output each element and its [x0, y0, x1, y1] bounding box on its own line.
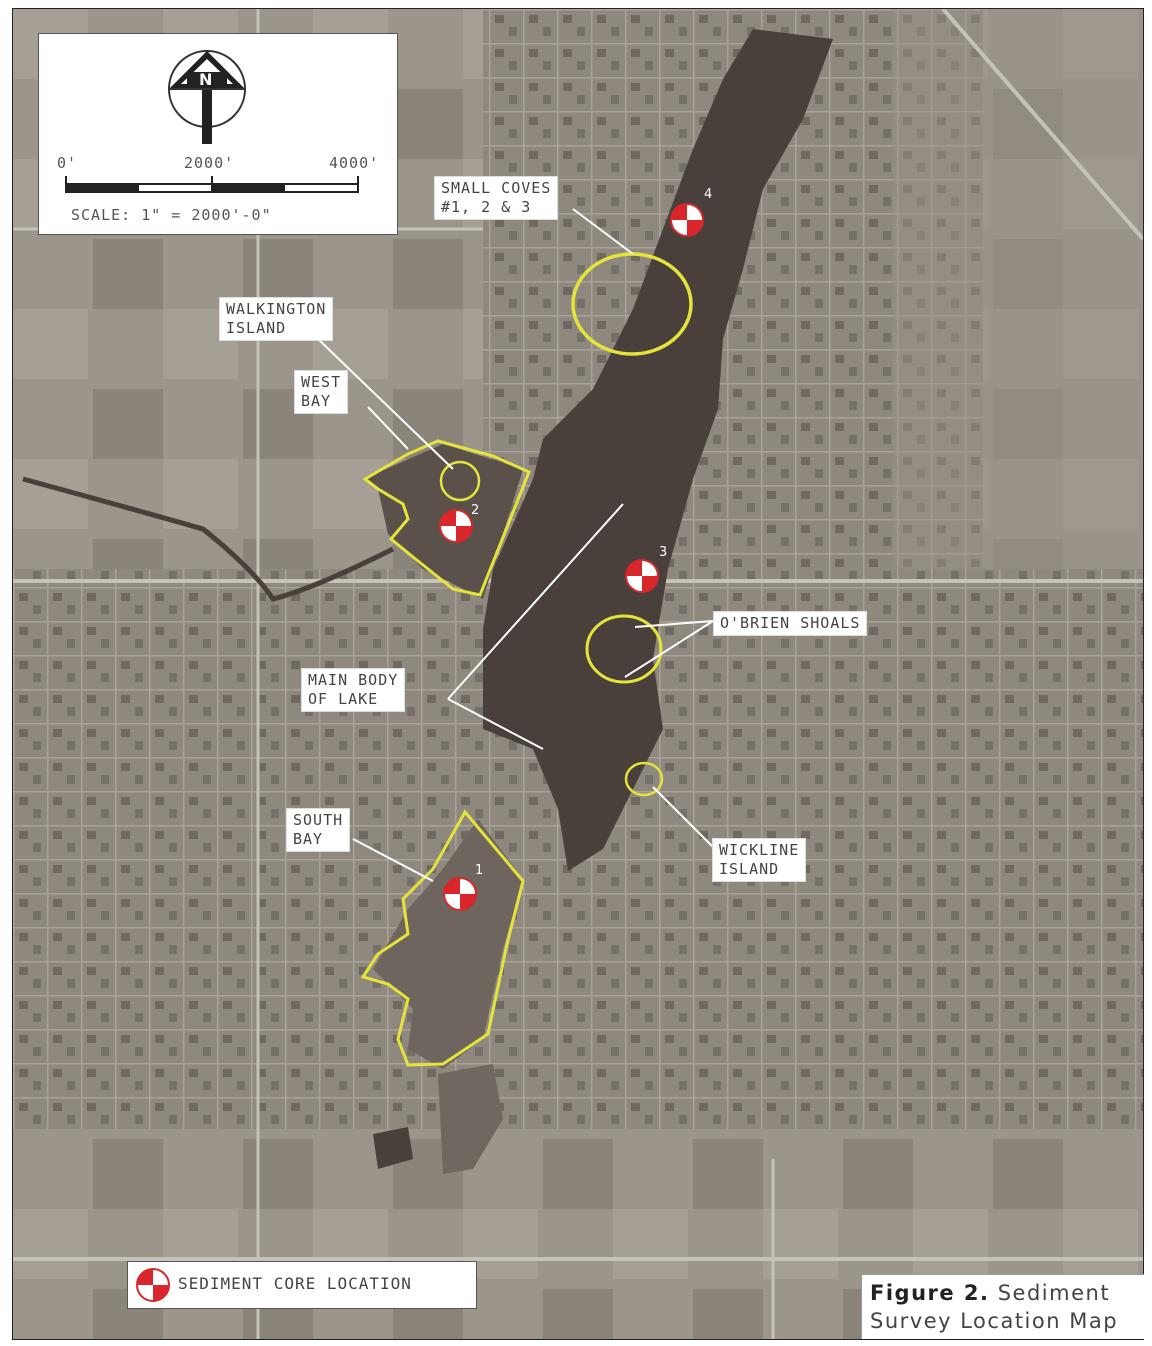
leader-line	[624, 620, 714, 678]
legend-text: SEDIMENT CORE LOCATION	[178, 1274, 412, 1293]
east-fields	[893, 9, 1143, 569]
river	[22, 476, 395, 602]
south-pond	[438, 1064, 503, 1174]
sediment-core-icon	[625, 559, 659, 593]
leader-line	[317, 338, 454, 470]
figure-caption-line-1: Figure 2. Sediment	[870, 1281, 1110, 1305]
south-bay-water	[373, 819, 523, 1069]
label-small-coves: SMALL COVES #1, 2 & 3	[435, 177, 558, 219]
marker-number: 1	[475, 863, 484, 878]
leader-line	[447, 503, 624, 700]
label-walkington-island: WALKINGTON ISLAND	[220, 298, 333, 340]
scale-tick-4000: 4000'	[329, 154, 380, 172]
label-main-body-of-lake: MAIN BODY OF LAKE	[302, 669, 405, 711]
scale-caption: SCALE: 1" = 2000'-0"	[71, 206, 272, 224]
marker-number: 2	[471, 503, 480, 518]
figure-caption: Figure 2. Sediment Survey Location Map	[861, 1274, 1144, 1339]
leader-line	[572, 208, 634, 255]
road	[941, 9, 1143, 241]
leader-line	[447, 698, 544, 750]
sediment-core-icon	[439, 509, 473, 543]
south-bay-outline	[360, 809, 525, 1067]
small-pond	[373, 1127, 413, 1169]
label-south-bay: SOUTH BAY	[287, 809, 350, 851]
wickline-island-outline	[624, 761, 664, 797]
figure-number: Figure 2.	[870, 1281, 990, 1305]
leader-line	[652, 786, 716, 850]
sediment-core-icon	[136, 1268, 170, 1302]
walkington-island-outline	[439, 460, 481, 502]
leader-line	[634, 620, 714, 628]
figure-title-part-2: Survey Location Map	[870, 1309, 1119, 1333]
label-west-bay: WEST BAY	[295, 371, 348, 413]
north-arrow-icon	[65, 50, 359, 193]
marker-number: 3	[659, 545, 668, 560]
figure-title-part-1: Sediment	[997, 1281, 1111, 1305]
scale-tick-0: 0'	[57, 154, 78, 172]
scale-and-north-panel: N 0' 2000' 4000' SCALE: 1" = 2000'-0"	[38, 33, 398, 235]
obrien-shoals-outline	[585, 614, 663, 684]
leader-line	[367, 406, 409, 450]
north-letter: N	[199, 70, 213, 89]
leader-line	[352, 838, 434, 882]
lake-main-body	[483, 29, 833, 871]
west-bay-outline	[362, 439, 531, 597]
sediment-core-icon	[670, 203, 704, 237]
label-obrien-shoals: O'BRIEN SHOALS	[714, 612, 867, 635]
label-wickline-island: WICKLINE ISLAND	[713, 839, 806, 881]
marker-number: 4	[704, 187, 713, 202]
sediment-core-icon	[443, 877, 477, 911]
scale-tick-2000: 2000'	[184, 154, 235, 172]
legend: SEDIMENT CORE LOCATION	[127, 1261, 477, 1309]
